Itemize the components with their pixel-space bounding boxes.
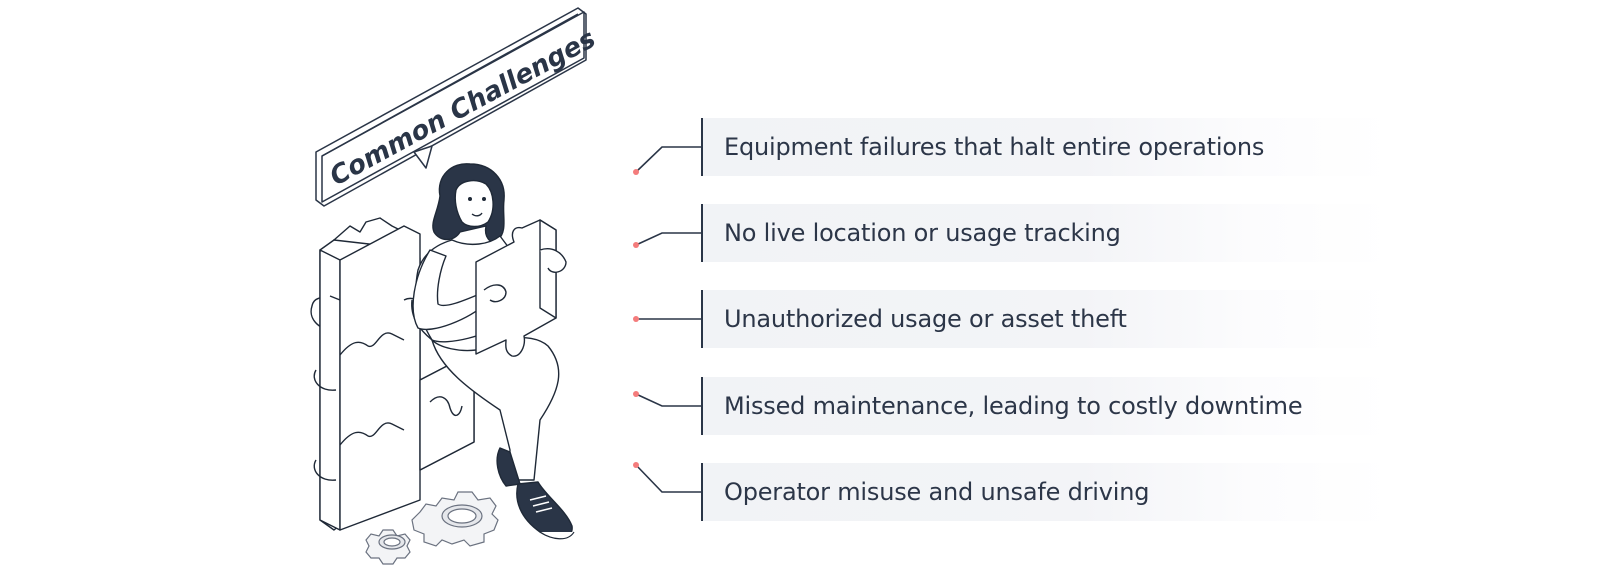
- challenge-item: Equipment failures that halt entire oper…: [701, 118, 1391, 176]
- connector-dot-4: [633, 391, 639, 397]
- connector-dot-3: [633, 316, 639, 322]
- challenge-item: Missed maintenance, leading to costly do…: [701, 377, 1391, 435]
- challenge-item: Unauthorized usage or asset theft: [701, 290, 1391, 348]
- connector-1: [635, 146, 701, 173]
- gears: [365, 491, 499, 565]
- connector-dot-2: [633, 242, 639, 248]
- connector-dot-1: [633, 169, 639, 175]
- puzzle-wall: [310, 217, 475, 531]
- connector-2: [635, 232, 701, 246]
- connector-4: [635, 393, 701, 407]
- challenge-label: Missed maintenance, leading to costly do…: [724, 392, 1303, 420]
- challenge-item: No live location or usage tracking: [701, 204, 1391, 262]
- common-challenges-illustration: Common Challenges: [310, 7, 600, 565]
- challenge-label: Unauthorized usage or asset theft: [724, 305, 1127, 333]
- challenge-item: Operator misuse and unsafe driving: [701, 463, 1391, 521]
- connector-5: [635, 464, 701, 493]
- challenge-label: Operator misuse and unsafe driving: [724, 478, 1150, 506]
- challenge-label: No live location or usage tracking: [724, 219, 1121, 247]
- held-puzzle-piece: [475, 219, 567, 357]
- challenge-label: Equipment failures that halt entire oper…: [724, 133, 1265, 161]
- speech-bubble: [315, 7, 587, 207]
- connector-dot-5: [633, 462, 639, 468]
